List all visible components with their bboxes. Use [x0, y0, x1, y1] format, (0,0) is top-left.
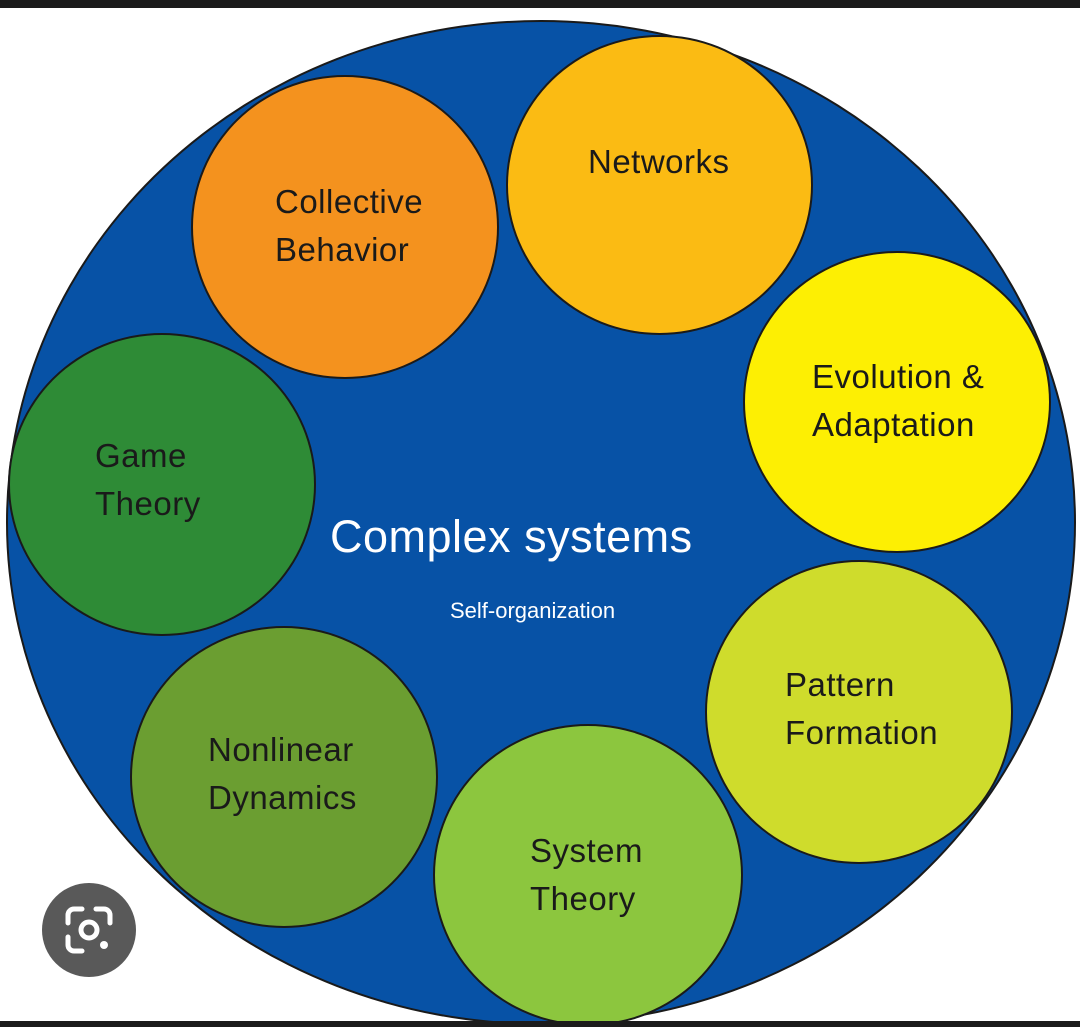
nonlinear-dynamics-circle: [130, 626, 438, 928]
game-theory-circle: [8, 333, 316, 636]
google-lens-icon: [65, 906, 113, 954]
evolution-adaptation-label: Evolution &Adaptation: [812, 358, 985, 443]
system-theory-circle: [433, 724, 743, 1026]
collective-behavior-circle: [191, 75, 499, 379]
center-title: Complex systems: [330, 511, 693, 562]
lens-search-button[interactable]: [42, 883, 136, 977]
pattern-formation-circle: [705, 560, 1013, 864]
evolution-adaptation-circle: [743, 251, 1051, 553]
networks-label: Networks: [588, 143, 730, 180]
center-subtitle: Self-organization: [450, 598, 616, 623]
networks-circle: [506, 35, 813, 335]
bottom-bar: [0, 1021, 1080, 1027]
